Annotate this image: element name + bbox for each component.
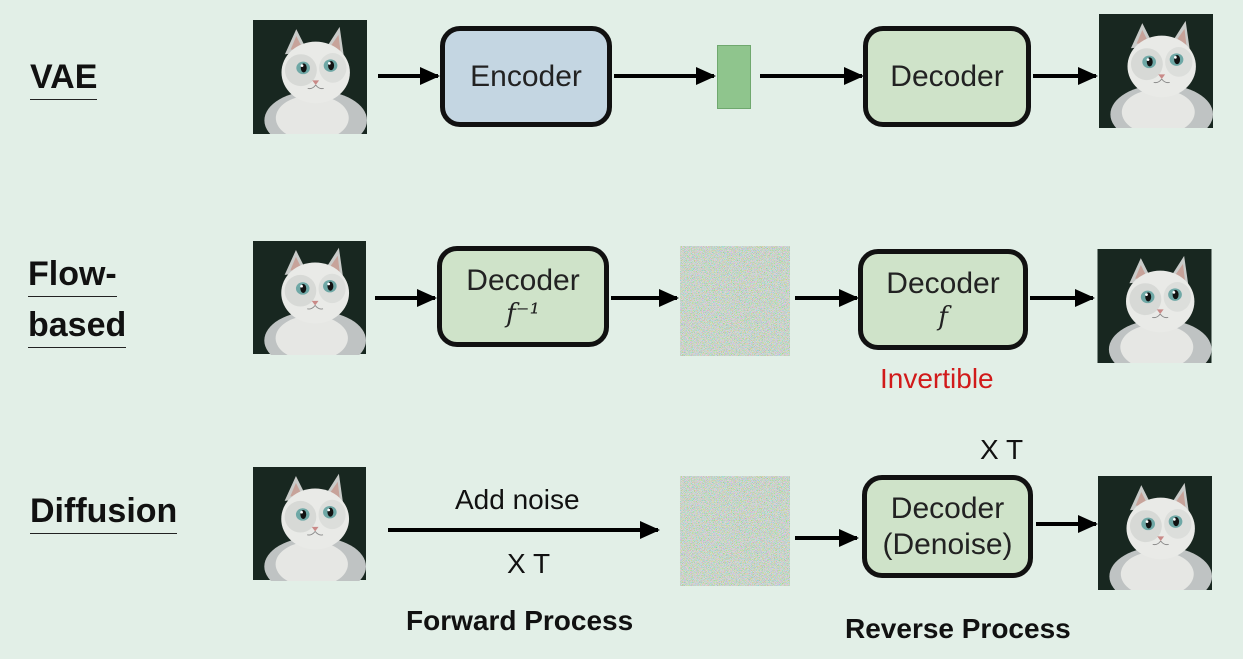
decoder-label: Decoder xyxy=(890,491,1005,525)
decoder-label: Decoder xyxy=(886,266,1000,300)
decoder-label: Decoder xyxy=(890,59,1004,93)
arrow xyxy=(375,289,437,307)
arrow xyxy=(1036,515,1098,533)
flow-row-label: Flow- based xyxy=(28,252,127,349)
decoder-label: Decoder xyxy=(466,263,580,297)
arrow xyxy=(614,67,716,85)
input-cat-image xyxy=(252,20,368,134)
vae-decoder-box: Decoder xyxy=(863,26,1031,127)
arrow xyxy=(1033,67,1098,85)
arrow xyxy=(795,289,859,307)
diffusion-row-label: Diffusion xyxy=(30,488,178,536)
encoder-label: Encoder xyxy=(470,59,582,93)
latent-vector xyxy=(717,45,751,109)
output-cat-image xyxy=(1098,14,1214,128)
output-cat-image xyxy=(1097,249,1212,363)
noise-image xyxy=(680,246,790,356)
input-cat-image xyxy=(253,466,366,581)
forward-arrow xyxy=(388,521,660,539)
reverse-process-caption: Reverse Process xyxy=(845,613,1071,644)
noise-image xyxy=(680,476,790,586)
arrow xyxy=(1030,289,1095,307)
vae-row-label: VAE xyxy=(30,54,98,102)
output-cat-image xyxy=(1098,476,1212,590)
invertible-note: Invertible xyxy=(880,363,994,394)
flow-decoder-box: Decoder f xyxy=(858,249,1028,350)
arrow xyxy=(760,67,864,85)
add-noise-label: Add noise xyxy=(455,484,580,515)
function-label: f xyxy=(938,301,948,332)
forward-process-caption: Forward Process xyxy=(406,605,634,636)
reverse-times-label: X T xyxy=(980,434,1024,465)
inverse-function-label: f⁻¹ xyxy=(506,298,540,329)
diffusion-decoder-box: Decoder (Denoise) xyxy=(862,475,1033,578)
arrow xyxy=(378,67,440,85)
arrow xyxy=(795,529,859,547)
vae-encoder-box: Encoder xyxy=(440,26,612,127)
flow-inverse-decoder-box: Decoder f⁻¹ xyxy=(437,246,609,347)
arrow xyxy=(611,289,679,307)
input-cat-image xyxy=(253,240,366,355)
denoise-label: (Denoise) xyxy=(882,527,1013,561)
forward-times-label: X T xyxy=(507,548,551,579)
